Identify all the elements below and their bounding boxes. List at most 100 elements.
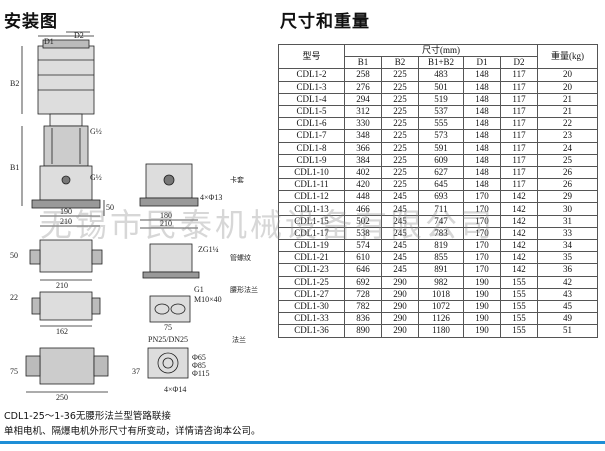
table-cell: 330 <box>344 117 382 131</box>
table-cell: 982 <box>418 275 464 289</box>
table-cell: 190 <box>463 312 501 326</box>
table-cell: 117 <box>500 92 538 106</box>
table-cell: 855 <box>418 251 464 265</box>
table-cell: 225 <box>381 104 419 119</box>
label-210: 210 <box>60 217 72 226</box>
table-cell: CDL1-19 <box>278 238 345 253</box>
table-cell: 29 <box>537 190 598 204</box>
table-cell: 42 <box>537 275 598 289</box>
label-210b: 210 <box>160 219 172 228</box>
header-d2: D2 <box>500 56 538 70</box>
table-cell: CDL1-7 <box>278 129 345 143</box>
label-phi-a: Φ65 <box>192 353 206 362</box>
note-motor: 单相电机、隔爆电机外形尺寸有所变动，详情请咨询本公司。 <box>4 426 261 437</box>
label-37: 37 <box>132 367 140 376</box>
table-cell: CDL1-12 <box>278 190 345 204</box>
table-cell: 225 <box>381 92 419 106</box>
label-phi-c: Φ115 <box>192 369 210 378</box>
table-cell: 148 <box>463 117 501 131</box>
table-cell: 148 <box>463 165 501 180</box>
table-cell: 117 <box>500 165 538 180</box>
table-cell: 1180 <box>418 324 464 338</box>
table-cell: 1018 <box>418 287 464 301</box>
table-cell: 225 <box>381 178 419 192</box>
table-cell: 142 <box>500 214 538 228</box>
table-cell: 555 <box>418 117 464 131</box>
table-cell: 36 <box>537 263 598 277</box>
table-cell: 728 <box>344 287 382 301</box>
table-cell: 24 <box>537 141 598 155</box>
table-cell: 21 <box>537 104 598 119</box>
label-180: 180 <box>160 211 172 220</box>
table-cell: 148 <box>463 104 501 119</box>
table-cell: 384 <box>344 153 382 167</box>
header-weight: 重量(kg) <box>537 43 598 70</box>
table-cell: 23 <box>537 129 598 143</box>
table-cell: 117 <box>500 104 538 119</box>
header-b2: B2 <box>381 56 419 70</box>
table-cell: CDL1-13 <box>278 202 345 216</box>
table-cell: 245 <box>381 238 419 253</box>
table-cell: 34 <box>537 238 598 253</box>
table-cell: 783 <box>418 226 464 241</box>
label-250: 250 <box>56 393 68 402</box>
table-cell: 117 <box>500 129 538 143</box>
label-pn: PN25/DN25 <box>148 335 188 344</box>
label-75b: 75 <box>10 367 18 376</box>
label-b2: B2 <box>10 79 19 88</box>
table-cell: 142 <box>500 202 538 216</box>
table-cell: 148 <box>463 80 501 94</box>
installation-drawings: D1 D2 B2 B1 G½ G½ 190 210 50 180 210 4×Φ… <box>10 31 258 402</box>
table-cell: 290 <box>381 312 419 326</box>
table-cell: CDL1-2 <box>278 68 345 82</box>
table-cell: 402 <box>344 165 382 180</box>
table-cell: 30 <box>537 202 598 216</box>
label-zg: ZG1¼ <box>198 245 219 254</box>
label-g1: G1 <box>194 285 204 294</box>
table-cell: CDL1-23 <box>278 263 345 277</box>
table-cell: 711 <box>418 202 464 216</box>
table-cell: 49 <box>537 312 598 326</box>
table-cell: 170 <box>463 263 501 277</box>
table-cell: 142 <box>500 238 538 253</box>
table-cell: CDL1-27 <box>278 287 345 301</box>
table-cell: 25 <box>537 153 598 167</box>
table-cell: 225 <box>381 165 419 180</box>
table-cell: 819 <box>418 238 464 253</box>
table-cell: 245 <box>381 251 419 265</box>
table-cell: 591 <box>418 141 464 155</box>
label-oval-flange: 腰形法兰 <box>230 285 258 294</box>
table-cell: CDL1-4 <box>278 92 345 106</box>
table-cell: 117 <box>500 80 538 94</box>
table-cell: 148 <box>463 92 501 106</box>
table-cell: 225 <box>381 80 419 94</box>
label-g-top: G½ <box>90 127 102 136</box>
table-cell: 366 <box>344 141 382 155</box>
table-cell: 1072 <box>418 299 464 314</box>
table-cell: 573 <box>418 129 464 143</box>
table-cell: 483 <box>418 68 464 82</box>
table-cell: 21 <box>537 92 598 106</box>
table-cell: 290 <box>381 275 419 289</box>
table-cell: 890 <box>344 324 382 338</box>
table-cell: 420 <box>344 178 382 192</box>
table-cell: 245 <box>381 226 419 241</box>
table-cell: 148 <box>463 141 501 155</box>
label-phi-b: Φ85 <box>192 361 206 370</box>
table-cell: 170 <box>463 214 501 228</box>
size-weight-title: 尺寸和重量 <box>280 12 370 32</box>
table-cell: 836 <box>344 312 382 326</box>
table-cell: 348 <box>344 129 382 143</box>
table-cell: CDL1-30 <box>278 299 345 314</box>
table-cell: 33 <box>537 226 598 241</box>
table-cell: 693 <box>418 190 464 204</box>
